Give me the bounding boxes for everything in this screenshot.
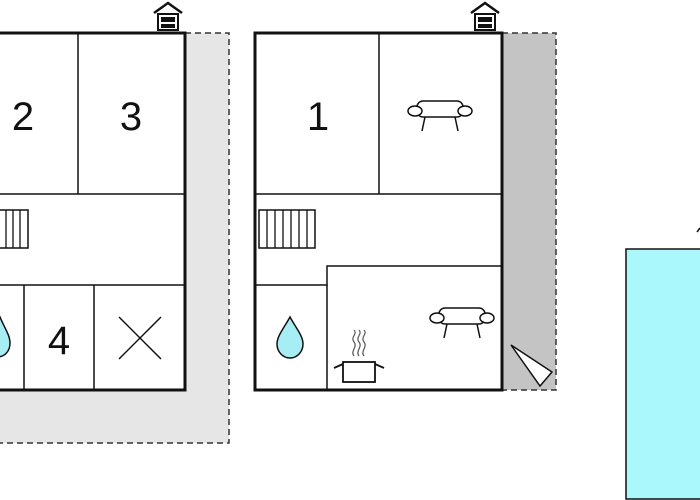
left-building-floor [0,33,185,390]
right-outer-wall [253,31,504,392]
left-stairs-icon [0,209,29,249]
left-building: 2 3 4 [0,1,230,444]
left-house-entrance-icon [153,1,183,31]
pool-area [625,248,700,500]
right-wall-kitchen [255,265,502,286]
sofa-icon [407,100,473,132]
left-room-number-c: 4 [48,319,70,363]
right-terrace-dark [502,33,556,390]
left-terrace [0,33,229,443]
left-room-number-b: 3 [120,95,142,139]
water-drop-icon [276,315,304,359]
left-room-number-a: 2 [12,95,34,139]
left-water-drop-icon [0,315,11,358]
cooking-pot-icon [333,329,385,383]
pool [625,227,700,500]
right-house-entrance-icon [470,1,500,31]
right-terrace-outline [502,32,557,391]
compass-arrow-icon [510,344,554,388]
right-stairs-icon [258,209,316,249]
left-terrace-outline [0,32,230,444]
right-room-number-a: 1 [307,95,329,139]
right-building: 1 [253,1,557,392]
sofa-icon-2 [429,307,495,339]
left-cross-icon [118,316,162,360]
left-outer-wall [0,31,187,392]
